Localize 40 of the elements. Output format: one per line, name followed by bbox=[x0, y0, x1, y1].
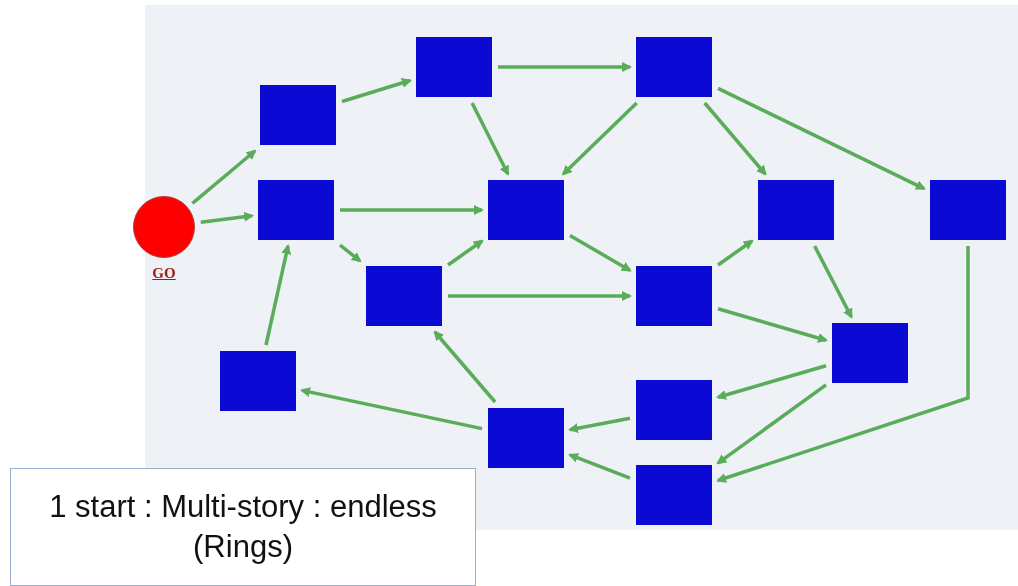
arrow bbox=[568, 453, 631, 480]
arrow bbox=[568, 416, 631, 434]
arrow bbox=[717, 307, 828, 343]
step-box bbox=[832, 323, 908, 383]
step-box bbox=[488, 408, 564, 468]
caption-box: 1 start : Multi-story : endless (Rings) bbox=[10, 468, 476, 586]
step-box bbox=[258, 180, 334, 240]
arrow bbox=[561, 101, 638, 176]
arrow bbox=[703, 101, 767, 176]
arrow bbox=[498, 62, 632, 72]
arrow bbox=[813, 245, 853, 319]
arrow bbox=[338, 243, 362, 263]
arrow bbox=[300, 387, 483, 431]
step-box bbox=[636, 37, 712, 97]
arrow bbox=[717, 239, 754, 267]
step-box bbox=[220, 351, 296, 411]
step-box bbox=[416, 37, 492, 97]
arrow bbox=[264, 244, 292, 346]
arrow bbox=[447, 239, 484, 267]
step-box bbox=[366, 266, 442, 326]
arrow bbox=[433, 330, 497, 404]
step-box bbox=[636, 266, 712, 326]
arrow bbox=[716, 246, 970, 483]
arrow bbox=[569, 234, 632, 272]
start-label: GO bbox=[152, 266, 176, 281]
arrow bbox=[470, 102, 510, 176]
step-box bbox=[260, 85, 336, 145]
step-box bbox=[488, 180, 564, 240]
arrow bbox=[448, 291, 632, 301]
step-box bbox=[636, 380, 712, 440]
step-box bbox=[636, 465, 712, 525]
arrow bbox=[200, 211, 254, 225]
arrow bbox=[716, 364, 827, 400]
arrow bbox=[191, 149, 257, 205]
arrow bbox=[716, 383, 828, 465]
step-box bbox=[758, 180, 834, 240]
step-box bbox=[930, 180, 1006, 240]
arrow bbox=[340, 205, 484, 215]
arrow bbox=[341, 78, 412, 104]
arrow bbox=[717, 86, 926, 191]
